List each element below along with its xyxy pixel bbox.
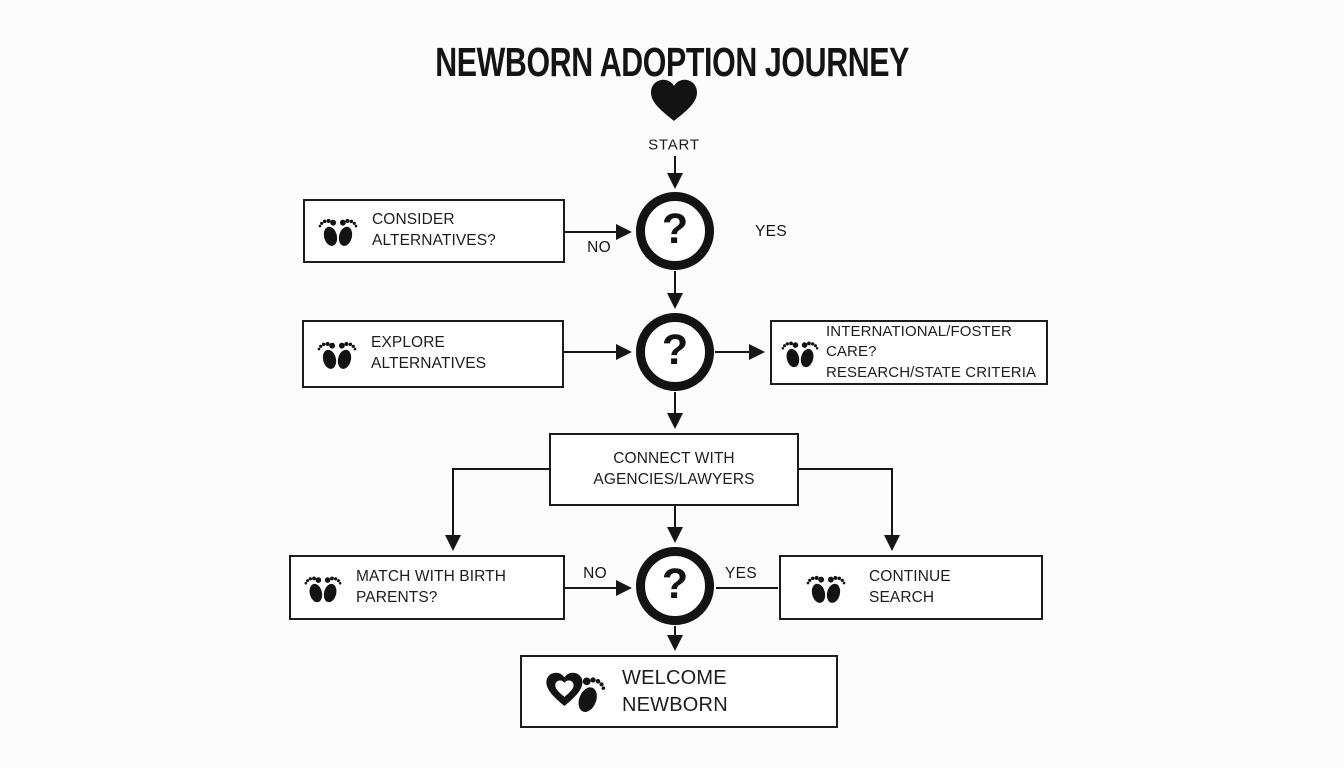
footprints-icon	[780, 336, 820, 370]
footprints-icon	[317, 213, 359, 249]
page-title: NEWBORN ADOPTION JOURNEY	[435, 39, 909, 86]
footprints-icon	[316, 336, 358, 372]
heart-icon	[650, 77, 698, 125]
edge-label-yes: YES	[755, 223, 787, 240]
decision-2: ?	[636, 313, 714, 391]
node-label-line2: AGENCIES/LAWYERS	[593, 470, 755, 488]
node-label-line2: RESEARCH/STATE CRITERIA	[826, 363, 1037, 381]
start-label: START	[648, 136, 700, 154]
node-label: MATCH WITH BIRTH PARENTS?	[356, 567, 506, 606]
footprints-icon	[805, 570, 847, 606]
node-consider-alternatives: CONSIDER ALTERNATIVES?	[303, 199, 565, 263]
question-mark-icon: ?	[661, 205, 689, 253]
edge-label-no: NO	[587, 239, 611, 256]
decision-3: ?	[636, 547, 714, 625]
node-connect-agencies-lawyers: CONNECT WITH AGENCIES/LAWYERS	[549, 433, 799, 506]
edge-label-yes: YES	[725, 565, 757, 582]
decision-1: ?	[636, 192, 714, 270]
node-label-line1: CONNECT WITH	[613, 449, 735, 467]
edge-label-no: NO	[583, 565, 607, 582]
node-match-birth-parents: MATCH WITH BIRTH PARENTS?	[289, 555, 565, 620]
node-continue-search: CONTINUE SEARCH	[779, 555, 1043, 620]
question-mark-icon: ?	[661, 560, 689, 608]
heart-footprint-icon	[542, 666, 608, 718]
node-label-line1: INTERNATIONAL/FOSTER CARE?	[826, 323, 1012, 361]
node-label: CONTINUE SEARCH	[869, 567, 951, 606]
node-international-foster-care: INTERNATIONAL/FOSTER CARE? RESEARCH/STAT…	[770, 320, 1048, 385]
footprints-icon	[303, 571, 343, 605]
node-label: WELCOME NEWBORN	[622, 666, 728, 716]
question-mark-icon: ?	[661, 326, 689, 374]
node-welcome-newborn: WELCOME NEWBORN	[520, 655, 838, 728]
node-explore-alternatives: EXPLORE ALTERNATIVES	[302, 320, 564, 388]
node-label: CONSIDER ALTERNATIVES?	[372, 211, 496, 249]
node-label-line2: ALTERNATIVES	[371, 355, 487, 372]
node-label-line1: EXPLORE	[371, 334, 445, 352]
